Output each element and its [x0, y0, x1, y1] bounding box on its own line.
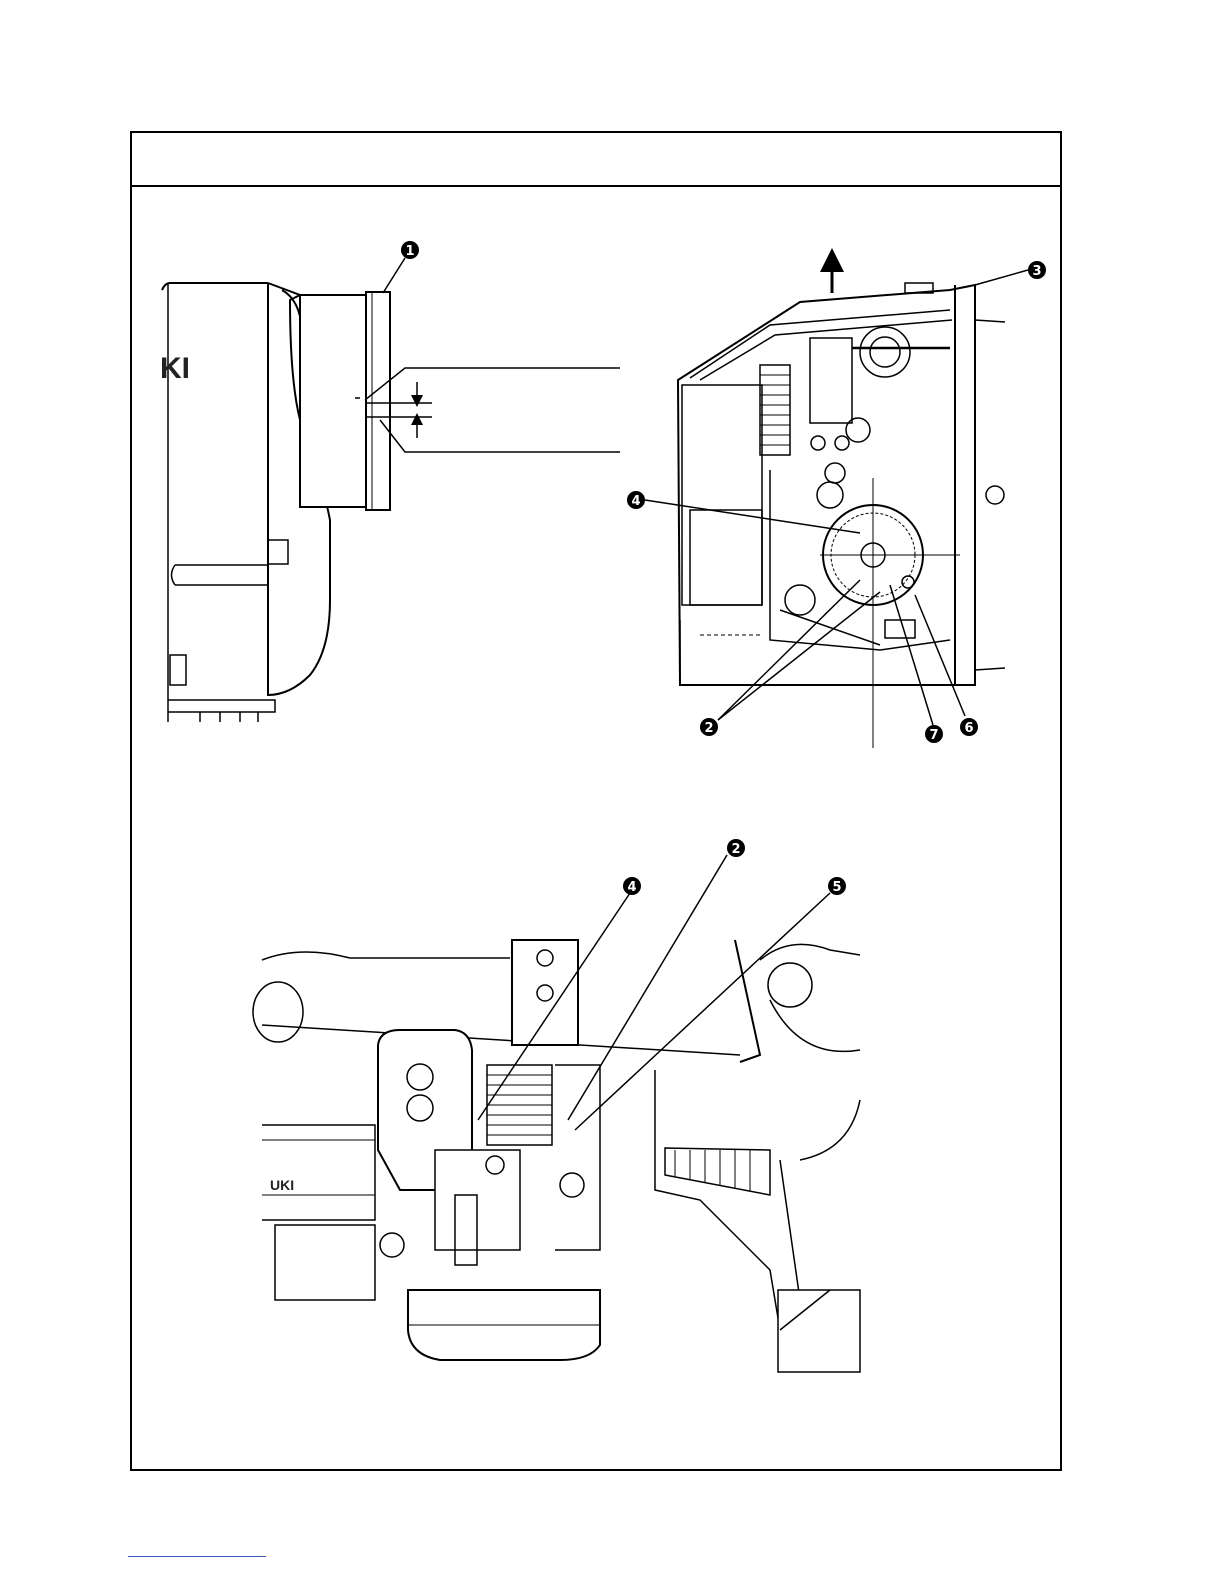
svg-text:3: 3	[1032, 264, 1041, 279]
svg-text:7: 7	[929, 728, 938, 743]
svg-text:2: 2	[731, 842, 740, 857]
svg-text:6: 6	[964, 721, 973, 736]
svg-text:5: 5	[832, 880, 841, 895]
svg-text:4: 4	[631, 494, 640, 509]
callout-2-bottom: 2	[727, 839, 745, 857]
footer-link-rule	[128, 1556, 266, 1557]
figure-bottom-assembly	[253, 855, 860, 1372]
callout-5-bottom: 5	[828, 877, 846, 895]
brand-fragment-bottom-text: UKI	[270, 1177, 294, 1193]
svg-text:4: 4	[627, 880, 636, 895]
figure-top-right-mechanism	[645, 260, 1028, 748]
figure-top-left-machine-side	[162, 258, 620, 722]
callout-1: 1	[401, 241, 419, 259]
callout-6: 6	[960, 718, 978, 736]
svg-text:1: 1	[405, 244, 414, 259]
callout-2: 2	[700, 718, 718, 736]
callout-4-bottom: 4	[623, 877, 641, 895]
callout-7: 7	[925, 725, 943, 743]
svg-text:2: 2	[704, 721, 713, 736]
callout-4: 4	[627, 491, 645, 509]
callout-3: 3	[1028, 261, 1046, 279]
brand-fragment-text: KI	[160, 352, 190, 385]
